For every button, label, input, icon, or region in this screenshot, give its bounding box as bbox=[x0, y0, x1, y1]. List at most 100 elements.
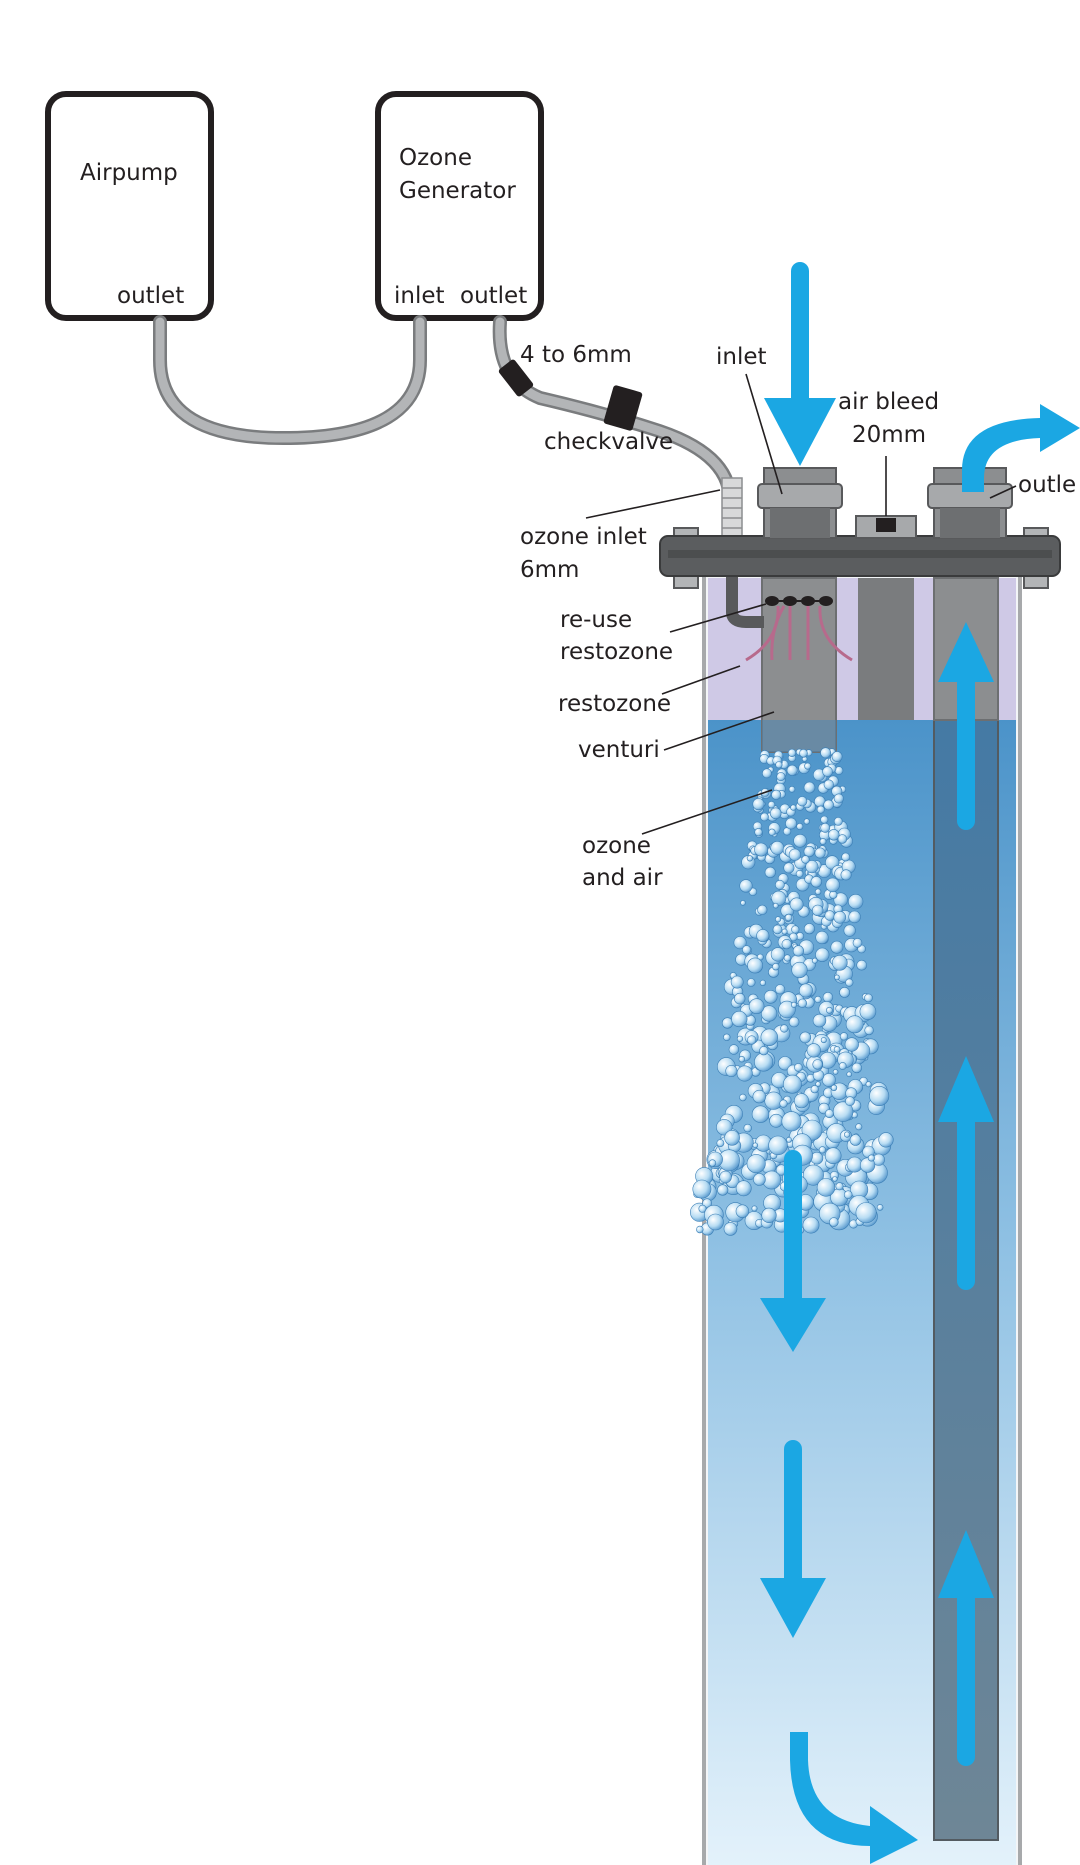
top-plate bbox=[659, 527, 1061, 589]
bubble bbox=[855, 1123, 863, 1131]
bubble bbox=[824, 910, 835, 921]
bubble bbox=[754, 828, 763, 837]
bubble bbox=[746, 978, 756, 987]
bubble bbox=[825, 1109, 834, 1118]
bubble bbox=[791, 961, 808, 979]
bubble bbox=[772, 962, 780, 971]
bubble bbox=[846, 1071, 853, 1078]
bubble bbox=[824, 1147, 842, 1164]
bubble bbox=[739, 879, 753, 893]
bubble bbox=[796, 822, 804, 830]
bubble bbox=[791, 925, 800, 934]
bubble bbox=[843, 924, 856, 937]
checkvalve-body bbox=[603, 385, 643, 431]
bubble bbox=[786, 764, 798, 776]
bubble bbox=[823, 799, 834, 811]
reuse-label-1: re-use bbox=[560, 607, 632, 633]
bubble bbox=[803, 923, 815, 935]
bubble bbox=[848, 893, 864, 910]
inlet-label: inlet bbox=[716, 344, 767, 370]
bubble bbox=[730, 975, 744, 989]
bubble bbox=[724, 1130, 740, 1146]
bubble bbox=[764, 1091, 783, 1110]
bubble bbox=[770, 841, 785, 855]
bubble bbox=[832, 1176, 838, 1182]
bubble bbox=[764, 866, 776, 879]
reuse-label-2: restozone bbox=[560, 639, 673, 665]
bubble bbox=[845, 978, 854, 987]
bubble bbox=[804, 762, 812, 770]
bubble bbox=[839, 987, 850, 998]
bubble bbox=[814, 888, 822, 895]
venturi-label: venturi bbox=[578, 737, 660, 763]
bubble bbox=[772, 902, 779, 909]
bubble bbox=[811, 957, 818, 964]
bubble bbox=[859, 1003, 877, 1020]
bubble bbox=[788, 1016, 800, 1028]
bubble bbox=[771, 890, 787, 906]
bubble bbox=[740, 900, 746, 906]
bubble bbox=[856, 959, 868, 971]
bubble bbox=[759, 1046, 769, 1056]
bubble bbox=[815, 947, 830, 962]
bubble bbox=[748, 998, 765, 1015]
flow-arrow-up-2 bbox=[938, 1056, 994, 1290]
bubble bbox=[717, 1184, 729, 1196]
bubble bbox=[797, 796, 808, 807]
tube-size-label: 4 to 6mm bbox=[520, 342, 632, 368]
ozone-air-label-2: and air bbox=[582, 865, 663, 891]
bubble bbox=[769, 1113, 784, 1128]
tube-connector bbox=[498, 359, 534, 397]
bubble bbox=[833, 817, 843, 826]
bubble bbox=[810, 1085, 819, 1094]
bubble bbox=[814, 995, 822, 1004]
flow-arrow-curve-bottom bbox=[790, 1732, 918, 1864]
bubble bbox=[754, 1052, 774, 1072]
bubble bbox=[747, 1035, 757, 1045]
flow-arrow-outlet bbox=[962, 404, 1080, 492]
bubble bbox=[811, 904, 824, 917]
bubble bbox=[812, 1059, 823, 1070]
bubble bbox=[780, 1024, 789, 1033]
bubble bbox=[696, 1225, 704, 1234]
bubble bbox=[819, 838, 827, 845]
bubble bbox=[820, 815, 829, 824]
bubble bbox=[743, 1123, 752, 1133]
bubble bbox=[864, 993, 873, 1003]
bubble bbox=[835, 1182, 844, 1191]
bubble bbox=[783, 954, 792, 962]
bubble bbox=[816, 1178, 836, 1197]
ozone-generator-box: Ozone Generator inlet outlet bbox=[375, 91, 544, 321]
bubble bbox=[801, 855, 810, 864]
bubble bbox=[878, 1132, 894, 1148]
air-bleed-label-1: air bleed bbox=[838, 389, 939, 415]
bubble bbox=[831, 751, 843, 762]
bubble bbox=[770, 947, 786, 962]
bubble bbox=[830, 1084, 838, 1092]
bubble bbox=[795, 869, 804, 878]
bubble bbox=[841, 852, 851, 862]
bubble bbox=[803, 845, 815, 858]
bubble bbox=[869, 1086, 890, 1107]
bubble bbox=[797, 998, 808, 1008]
bubble bbox=[723, 1222, 738, 1236]
ozone-air-label-1: ozone bbox=[582, 833, 651, 859]
ozone-generator-inlet-label: inlet bbox=[394, 283, 445, 309]
bubble bbox=[855, 1202, 877, 1224]
bubble bbox=[707, 1213, 724, 1231]
bubble bbox=[781, 1111, 802, 1132]
bubble bbox=[779, 1099, 788, 1108]
bubble bbox=[761, 1207, 777, 1223]
bubble bbox=[739, 1093, 747, 1102]
bubble bbox=[820, 1037, 827, 1044]
bubble bbox=[814, 847, 826, 859]
bubble bbox=[843, 1190, 853, 1199]
bubble bbox=[725, 1065, 738, 1078]
bubble bbox=[753, 1173, 766, 1186]
bubble bbox=[776, 772, 786, 782]
bubble bbox=[747, 957, 763, 974]
bubble bbox=[833, 1046, 841, 1053]
bubble bbox=[799, 1031, 812, 1044]
bubble bbox=[752, 1142, 759, 1149]
